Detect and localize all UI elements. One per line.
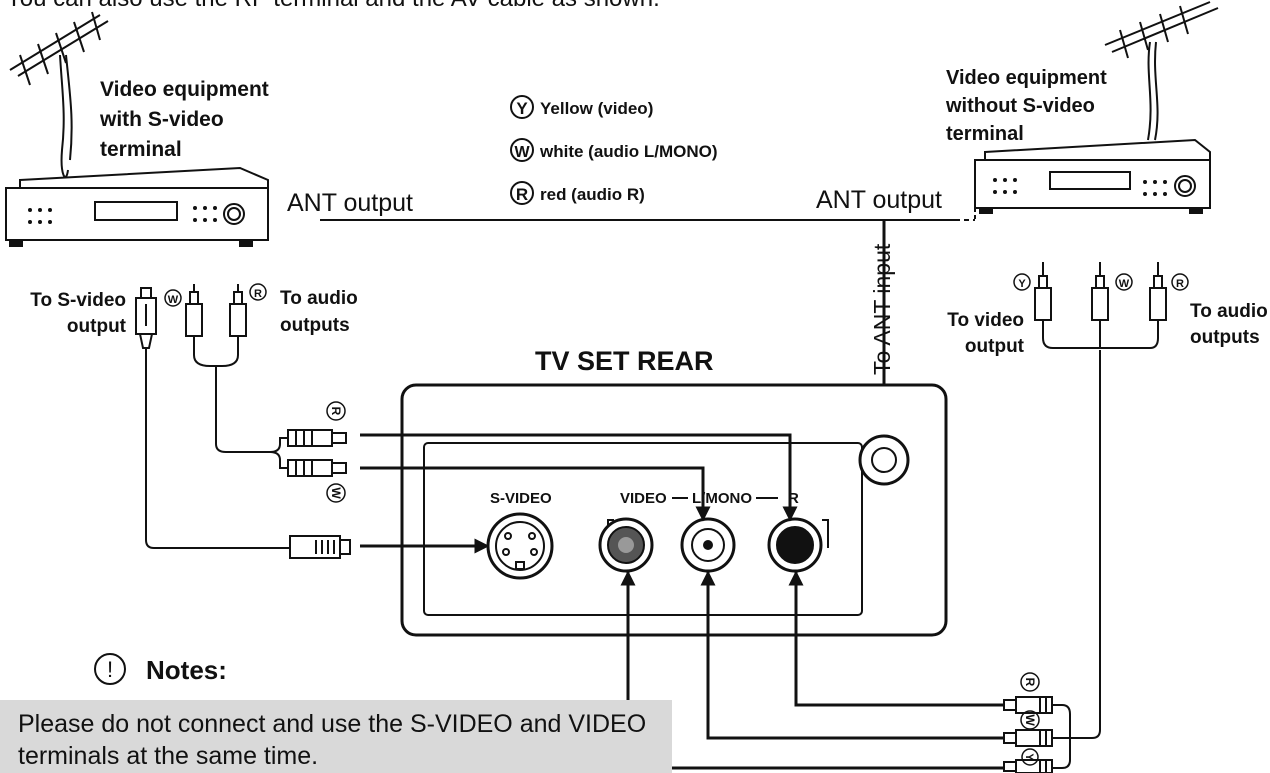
ant-input-label: To ANT input — [869, 243, 895, 375]
right-y-mark: Y — [1018, 278, 1026, 290]
legend-r-circle-icon — [510, 181, 534, 205]
notes-heading: Notes: — [146, 655, 227, 685]
right-ant-output-label: ANT output — [816, 186, 942, 214]
bottom-r-plug-icon — [1003, 696, 1053, 714]
left-device-title-line1: Video equipment — [100, 78, 269, 101]
left-svideo-label-line1: To S-video — [30, 290, 126, 311]
right-w-plug-icon — [1091, 262, 1109, 321]
side-svideo-plug-icon — [289, 535, 351, 559]
bottom-y-mark-circle — [1021, 748, 1039, 766]
tv-outer-panel — [400, 383, 948, 637]
right-device-title-line1: Video equipment — [946, 67, 1107, 89]
side-r-mark-circle — [326, 401, 346, 421]
notes-alert-icon — [94, 653, 126, 685]
bottom-w-mark: W — [1023, 714, 1037, 726]
legend-w-text: white (audio L/MONO) — [539, 142, 718, 161]
legend-w-letter: W — [514, 144, 530, 161]
right-device-title-line3: terminal — [946, 123, 1024, 145]
right-w-mark-circle — [1115, 273, 1133, 291]
left-antenna-icon — [9, 11, 109, 178]
right-r-mark: R — [1176, 278, 1184, 290]
left-device-title-line3: terminal — [100, 138, 182, 161]
lmono-jack-icon — [680, 517, 736, 573]
side-w-mark-circle — [326, 483, 346, 503]
jack-bracket-right — [822, 519, 829, 548]
bottom-y-mark: Y — [1023, 753, 1035, 761]
right-r-mark-circle — [1171, 273, 1189, 291]
ant-input-jack-icon — [858, 434, 910, 486]
left-w-mark-circle — [164, 289, 182, 307]
right-y-mark-circle — [1013, 273, 1031, 291]
legend-r-text: red (audio R) — [540, 185, 645, 204]
right-video-label-line2: output — [965, 336, 1025, 357]
left-connection-arrows — [360, 433, 798, 554]
side-w-mark: W — [329, 487, 343, 499]
tv-inner-panel — [423, 442, 863, 616]
legend-r-letter: R — [516, 185, 528, 204]
left-ant-output-label: ANT output — [287, 189, 413, 217]
side-r-plug-icon — [287, 429, 347, 447]
bottom-r-mark-circle — [1020, 672, 1040, 692]
right-video-label-line1: To video — [947, 310, 1024, 331]
notes-box: Please do not connect and use the S-VIDE… — [0, 700, 672, 773]
r-jack-label: R — [788, 490, 799, 507]
side-w-plug-icon — [287, 459, 347, 477]
bottom-r-mark: R — [1023, 678, 1037, 687]
right-video-device-icon — [974, 138, 1211, 214]
left-cable-wires — [145, 336, 290, 549]
right-w-mark: W — [1119, 278, 1130, 290]
right-audio-label-line2: outputs — [1190, 327, 1260, 348]
video-jack-icon — [598, 517, 654, 573]
left-r-mark: R — [254, 288, 262, 300]
left-svideo-plug-icon — [135, 287, 157, 349]
right-device-title-line2: without S-video — [945, 95, 1095, 117]
left-audio-label-line1: To audio — [280, 288, 358, 309]
bottom-w-plug-icon — [1003, 729, 1053, 747]
notes-alert-mark: ! — [107, 657, 113, 682]
right-y-plug-icon — [1034, 262, 1052, 321]
right-antenna-icon — [1104, 1, 1219, 141]
right-audio-label-line1: To audio — [1190, 301, 1268, 322]
lmono-jack-label: L/MONO — [692, 490, 752, 507]
side-r-mark: R — [329, 407, 343, 416]
left-audio-label-line2: outputs — [280, 315, 350, 336]
legend-y-text: Yellow (video) — [540, 99, 653, 118]
left-r-plug-icon — [229, 284, 247, 337]
legend: Y Yellow (video) W white (audio L/MONO) … — [510, 95, 718, 205]
right-cable-wires — [1042, 320, 1159, 769]
left-device-title-line2: with S-video — [99, 108, 224, 131]
top-caption: You can also use the RF terminal and the… — [6, 0, 660, 12]
bottom-w-mark-circle — [1020, 710, 1040, 730]
legend-y-letter: Y — [516, 99, 528, 118]
left-r-mark-circle — [249, 283, 267, 301]
left-w-mark: W — [168, 294, 179, 306]
r-jack-icon — [767, 517, 823, 573]
notes-text: Please do not connect and use the S-VIDE… — [18, 710, 647, 770]
left-video-device-icon — [5, 166, 269, 247]
tv-panel-title: TV SET REAR — [535, 346, 714, 376]
bottom-y-plug-icon — [1003, 759, 1053, 773]
legend-w-circle-icon — [510, 138, 534, 162]
right-r-plug-icon — [1149, 262, 1167, 321]
left-svideo-label-line2: output — [67, 316, 127, 337]
left-w-plug-icon — [185, 284, 203, 337]
svideo-jack-label: S-VIDEO — [490, 490, 552, 507]
legend-y-circle-icon — [510, 95, 534, 119]
svideo-jack-icon — [486, 512, 554, 580]
video-jack-label: VIDEO — [620, 490, 667, 507]
